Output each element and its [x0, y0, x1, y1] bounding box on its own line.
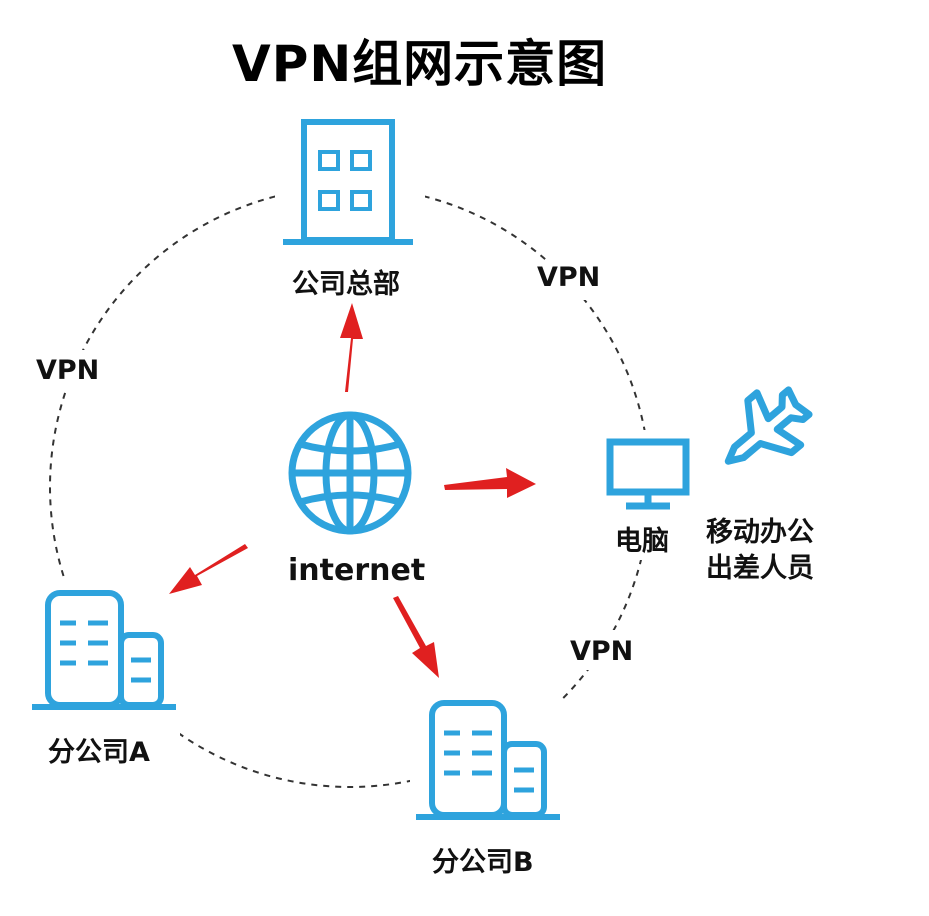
arrow-to-branch-b [393, 596, 439, 678]
internet-label: internet [288, 553, 426, 588]
computer-monitor-icon [606, 438, 690, 510]
branch-b-label: 分公司B [432, 847, 534, 878]
arrow-to-branch-a [169, 544, 248, 594]
arrow-to-pc [444, 468, 536, 498]
vpn-label-bottom-right: VPN [570, 636, 634, 667]
hq-label: 公司总部 [292, 269, 400, 300]
hq-building-icon [283, 119, 413, 245]
airplane-icon [724, 386, 813, 465]
arrow-to-hq [340, 303, 363, 392]
branch-b-building-icon [416, 700, 560, 820]
branch-a-building-icon [32, 590, 176, 710]
diagram-title: VPN组网示意图 [232, 35, 608, 93]
vpn-label-top-right: VPN [537, 262, 601, 293]
mobile-label-line2: 出差人员 [706, 553, 814, 584]
globe-icon [288, 411, 412, 535]
pc-label: 电脑 [615, 526, 669, 557]
vpn-label-left: VPN [36, 355, 100, 386]
branch-a-label: 分公司A [48, 737, 150, 768]
mobile-label-line1: 移动办公 [706, 517, 814, 548]
